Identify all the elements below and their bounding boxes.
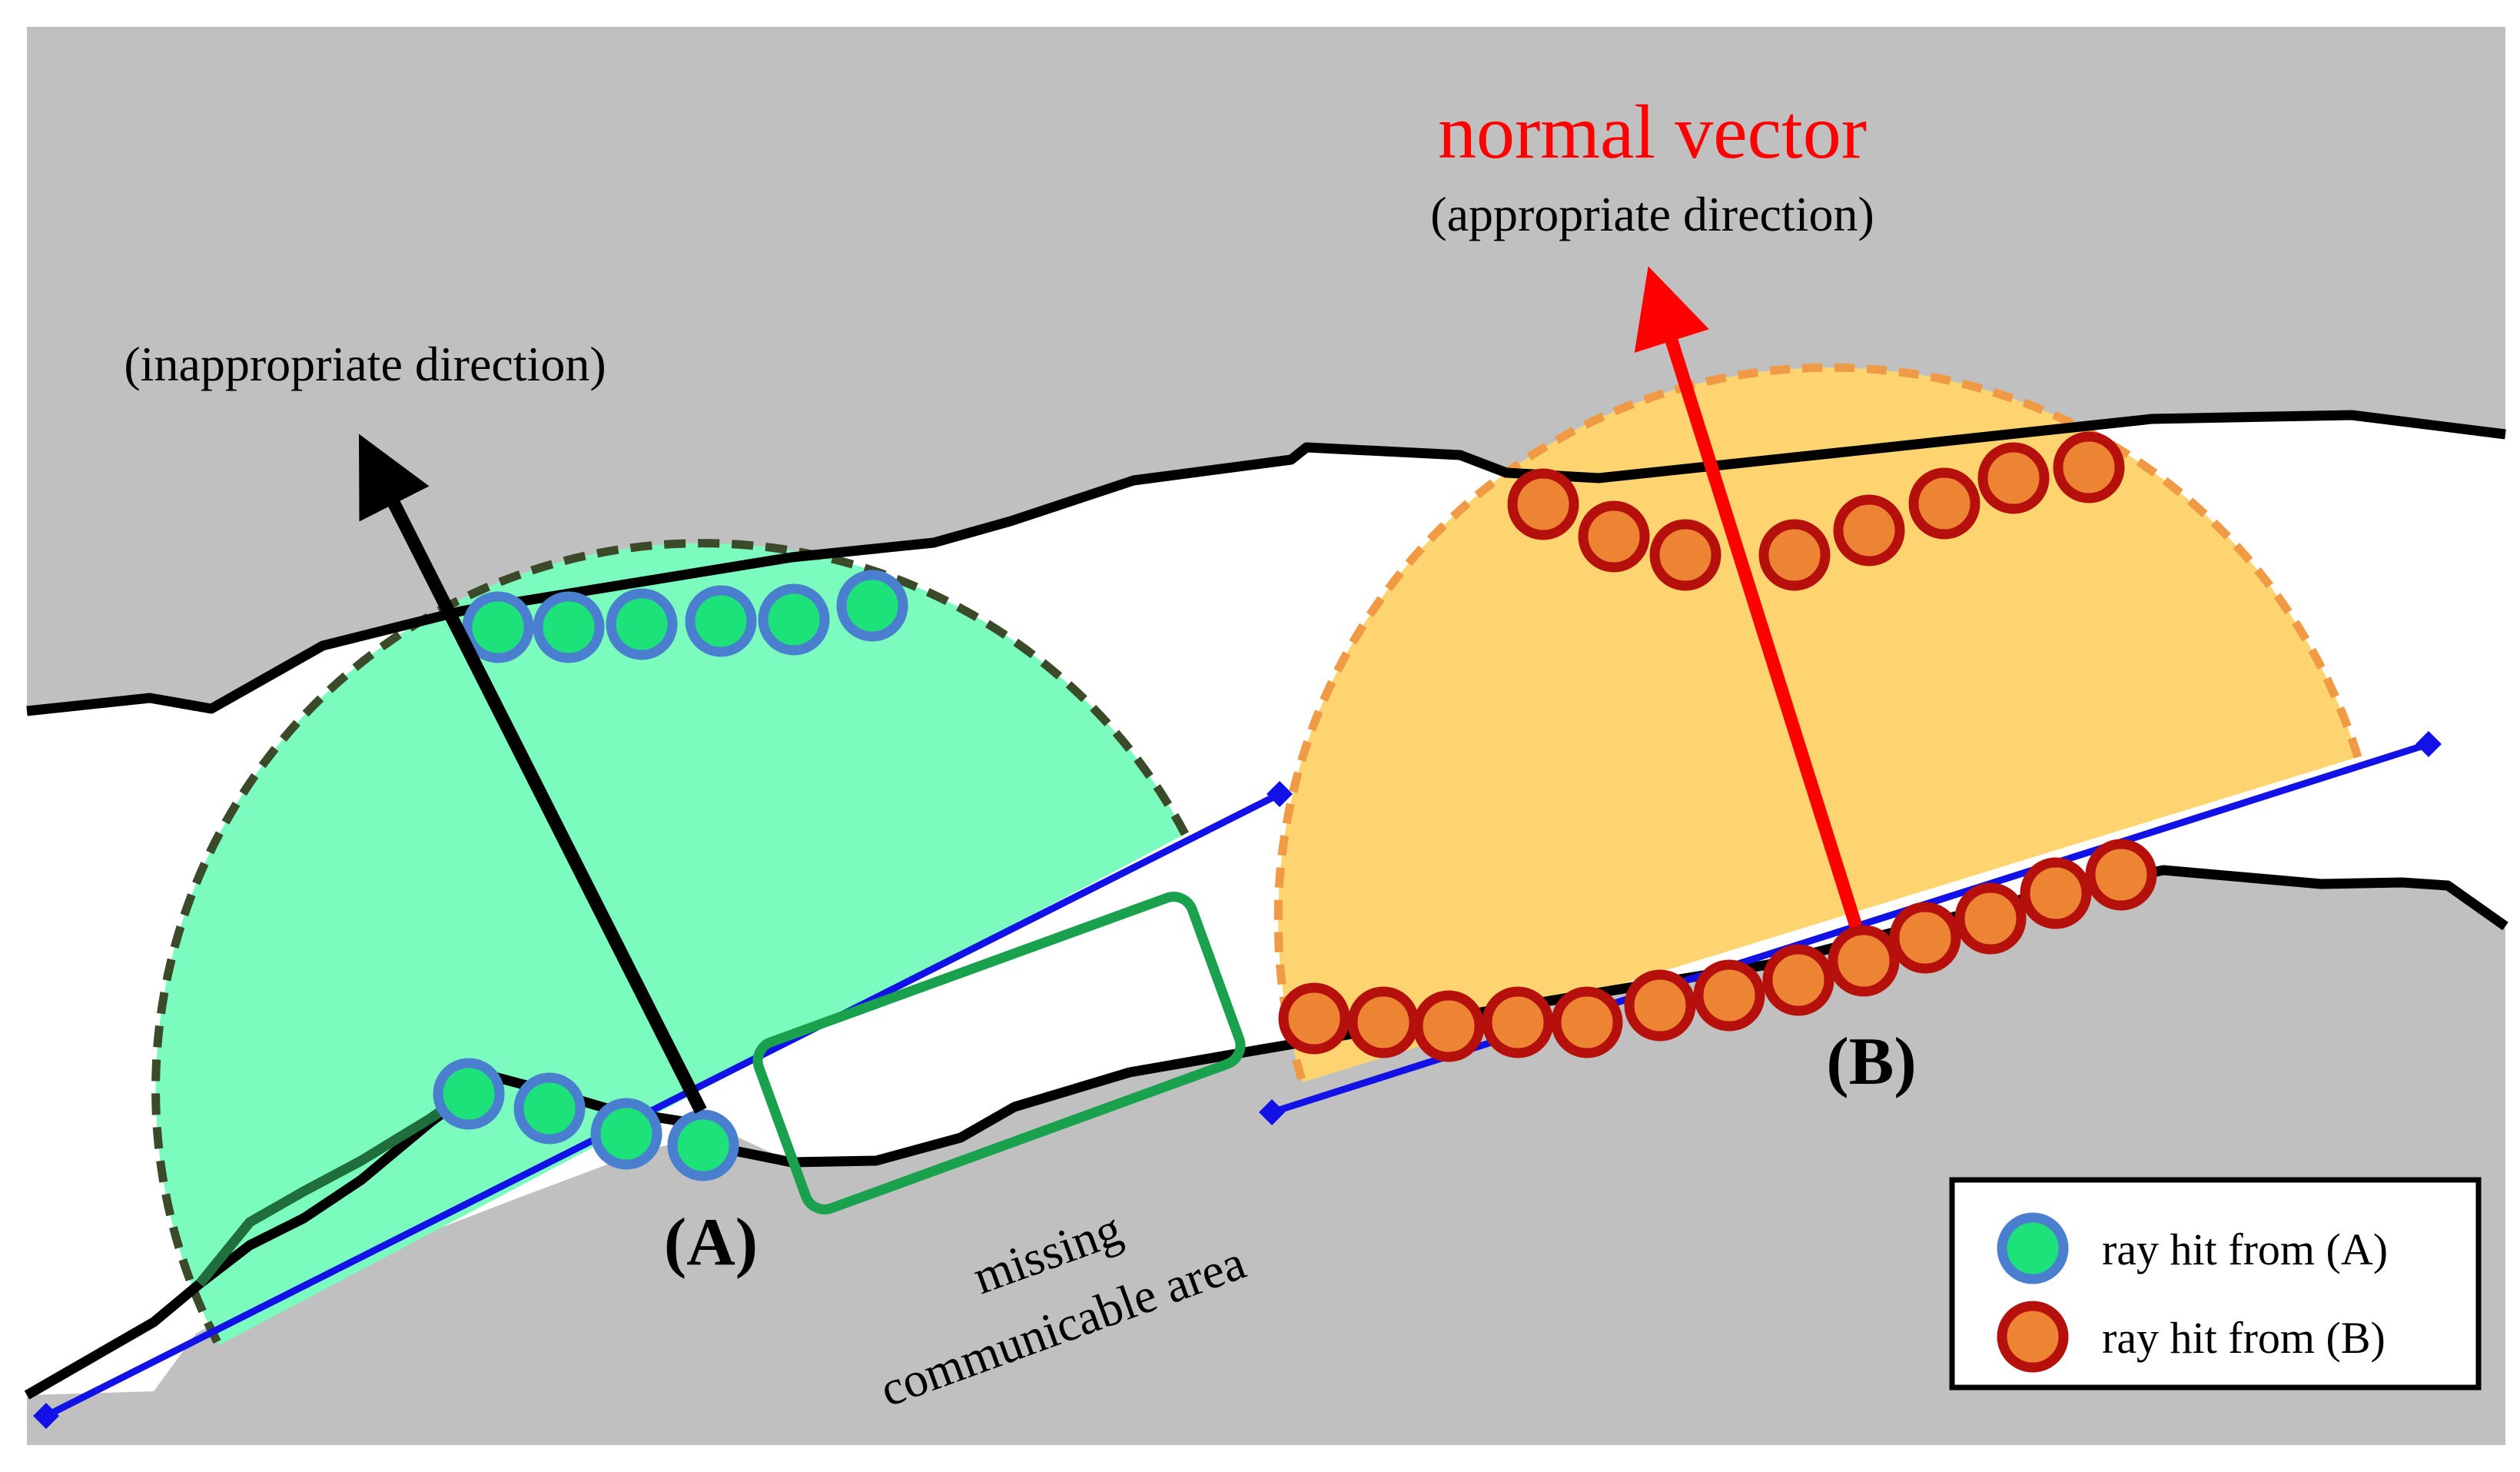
ray-hit-b [1482,986,1554,1058]
ray-hit-b [1833,494,1905,567]
ray-hit-b [1977,442,2050,514]
ray-hit-b [2053,431,2125,503]
appropriate-normal-arrow [1634,266,1863,929]
legend-swatch-b [2002,1306,2063,1367]
ray-hit-b [1649,519,1722,591]
missing-area-box [752,892,1246,1214]
appropriate-direction-label: (appropriate direction) [1430,187,1874,241]
point-b-label: (B) [1826,1025,1916,1099]
normal-vector-label: normal vector [1438,89,1867,174]
ray-hits-b [1278,431,2157,1062]
ray-hit-b [2020,857,2092,929]
ray-hit-a [667,1109,739,1181]
ray-hit-a [433,1058,505,1130]
ray-hit-a [606,588,678,660]
ray-hit-b [1551,986,1623,1058]
hemisphere-b-border [1273,363,2362,1084]
legend: ray hit from (A) ray hit from (B) [1949,1177,2482,1391]
hemisphere-a [155,543,1186,1345]
ray-hit-a [836,570,908,642]
ray-hit-b [1693,959,1765,1032]
hemisphere-b [1278,367,2358,1082]
legend-label-b: ray hit from (B) [2102,1313,2386,1363]
ray-hit-b [1507,468,1579,540]
ray-hit-a [590,1098,662,1170]
point-a-label: (A) [664,1205,758,1280]
ray-hit-b [1624,969,1696,1042]
inappropriate-normal-arrow [358,434,707,1114]
ray-hits-a [433,570,908,1181]
ray-hit-b [1908,467,1980,540]
ray-hit-a [533,591,605,663]
legend-swatch-a [2002,1218,2063,1279]
legend-label-a: ray hit from (A) [2102,1224,2388,1274]
ray-hit-a [462,591,534,663]
legend-swatch-a-ring [1997,1212,2069,1284]
ray-hit-b [1954,882,2027,955]
ray-hit-b [1347,986,1419,1058]
ray-hit-b [1828,925,1900,997]
ray-hit-b [1278,982,1350,1055]
plane-a-end-right [1267,781,1293,807]
ray-hit-a [513,1072,586,1145]
plane-line-a [44,790,1282,1420]
ray-hit-a [758,583,830,656]
legend-swatch-b-ring [1997,1301,2069,1373]
ray-hit-a [685,585,757,657]
ray-hit-b [1413,990,1485,1062]
plane-a-end-left [33,1403,59,1429]
ray-hit-b [1758,519,1831,591]
ray-hit-b [1762,944,1834,1016]
ray-hit-b [1578,500,1650,573]
ray-hit-b [1889,902,1961,974]
ray-hit-b [2085,839,2157,911]
plane-b-end-left [1259,1099,1285,1125]
inappropriate-direction-label: (inappropriate direction) [124,337,606,391]
upper-wall [26,410,2506,716]
